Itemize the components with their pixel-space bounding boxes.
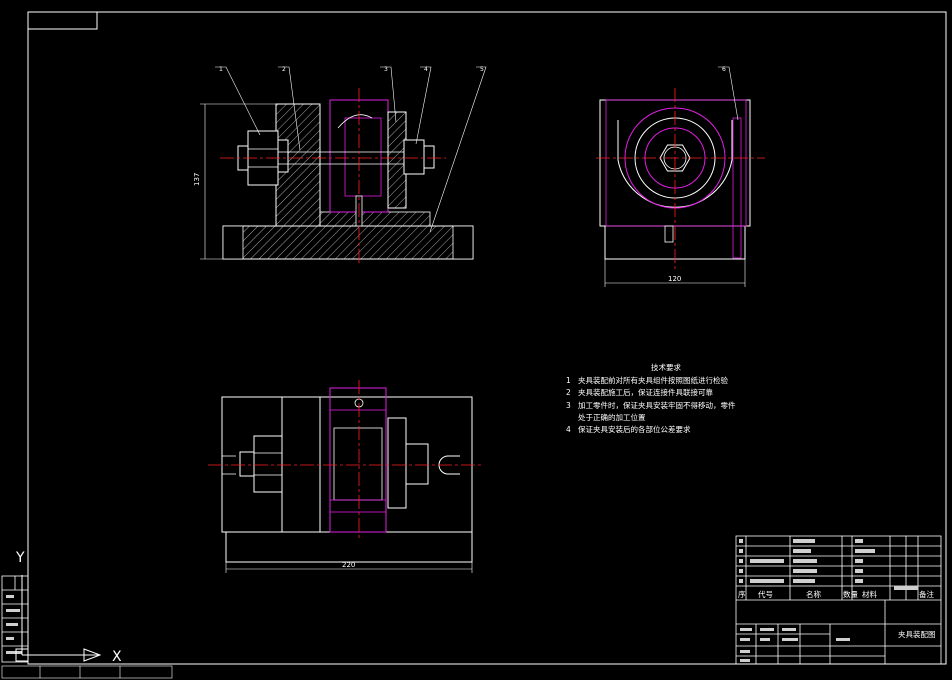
tb-drawing-title: 夹具装配图 bbox=[898, 630, 936, 639]
part-label-6: 6 bbox=[722, 66, 726, 73]
top-workpiece-bottom-tab bbox=[329, 499, 387, 513]
front-workpiece-inner bbox=[344, 117, 382, 197]
part-label-5: 5 bbox=[480, 66, 484, 73]
tb-header-material: 材料 bbox=[862, 590, 877, 599]
part-label-2: 2 bbox=[282, 66, 286, 73]
title-block[interactable] bbox=[735, 535, 942, 665]
part-label-1: 1 bbox=[219, 66, 223, 73]
tb-header-name: 名称 bbox=[806, 590, 821, 599]
front-hex-nut-right bbox=[403, 139, 425, 175]
top-slot-left bbox=[222, 455, 236, 475]
ucs-icon bbox=[15, 575, 102, 662]
front-view[interactable]: 137 1 2 3 4 5 bbox=[193, 66, 487, 266]
side-workpiece-outline bbox=[605, 99, 747, 227]
side-dim-text: 120 bbox=[668, 275, 681, 283]
ucs-y-label: Y bbox=[15, 550, 25, 566]
top-bolt-end-left bbox=[239, 451, 255, 477]
top-hex-nut-left bbox=[253, 435, 283, 493]
tb-header-code: 代号 bbox=[758, 590, 773, 599]
front-base-slot-left bbox=[222, 225, 244, 260]
top-workpiece-top-tab bbox=[329, 387, 387, 411]
top-clamp-block bbox=[387, 417, 407, 509]
front-upright-support bbox=[275, 103, 321, 227]
tb-header-seq: 序 bbox=[738, 590, 746, 599]
bottom-strip bbox=[1, 665, 173, 679]
revision-strip-marks bbox=[6, 595, 22, 654]
front-leaders bbox=[215, 66, 487, 233]
front-workpiece-arc bbox=[337, 114, 373, 129]
ucs-x-label: X bbox=[112, 649, 122, 665]
top-base-lower bbox=[225, 531, 473, 563]
front-base-plate bbox=[222, 225, 474, 260]
tb-header-remark: 备注 bbox=[919, 590, 934, 599]
front-base-slot-right bbox=[452, 225, 474, 260]
top-upright bbox=[281, 396, 321, 533]
side-leader-6 bbox=[718, 66, 739, 121]
outer-frame bbox=[27, 11, 947, 665]
side-view[interactable]: 120 6 bbox=[596, 66, 765, 287]
part-label-4: 4 bbox=[424, 66, 428, 73]
dim-height-text: 137 bbox=[193, 173, 201, 186]
corner-tab bbox=[27, 11, 98, 30]
side-locating-pin bbox=[664, 225, 674, 243]
front-clamp-block bbox=[387, 111, 407, 209]
part-label-3: 3 bbox=[384, 66, 388, 73]
front-body-block bbox=[319, 211, 431, 227]
side-clamp-strip bbox=[732, 117, 742, 259]
front-bolt-end-right bbox=[423, 145, 435, 169]
top-workpiece-inner bbox=[333, 427, 383, 501]
top-view[interactable]: 220 bbox=[208, 380, 484, 573]
top-dim-text: 220 bbox=[342, 561, 355, 569]
revision-strip bbox=[1, 575, 29, 663]
title-block-cell-marks bbox=[739, 539, 918, 662]
tech-req-item: 处于正确的加工位置 bbox=[578, 412, 646, 422]
tb-header-qty: 数量 bbox=[843, 590, 858, 599]
top-hex-nut-right bbox=[405, 443, 429, 485]
tech-req-title: 技术要求 bbox=[651, 363, 681, 372]
